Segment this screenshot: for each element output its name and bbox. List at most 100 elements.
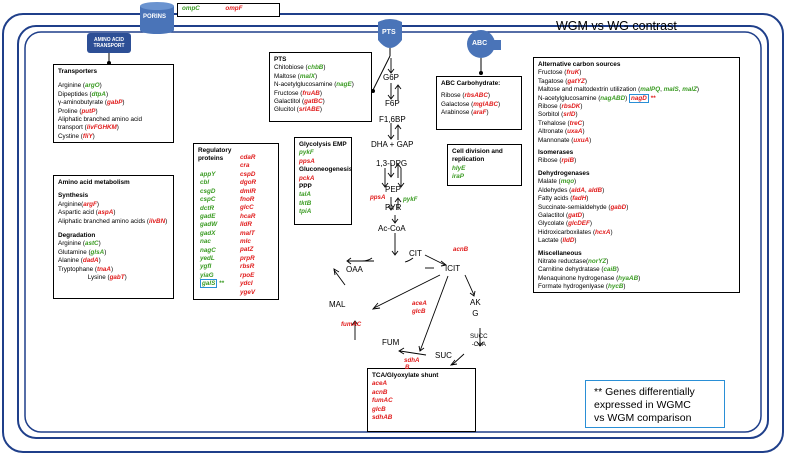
- pts-transporter-icon: [371, 19, 402, 93]
- gene-label: tnaA: [96, 265, 111, 273]
- isomerases-rows: Ribose (rpiB): [538, 157, 735, 165]
- row-text: Chitobiose (: [274, 64, 308, 72]
- row-text: ): [606, 257, 609, 265]
- tca-gene-sdhab: sdhAB: [372, 414, 393, 422]
- metabolite-akg-line-2: G: [472, 309, 479, 318]
- regulatory-gene: ygfI: [200, 263, 212, 271]
- gene-label: **: [648, 94, 656, 102]
- gene-row: Galactitol (gatBC): [274, 98, 367, 106]
- row-text: Arginine (: [58, 240, 85, 248]
- gene-label: fadH: [572, 195, 587, 203]
- abc-transporter-icon: [467, 30, 501, 75]
- gene-row: Proline (putP): [58, 108, 169, 116]
- tca-gene-fumac: fumAC: [372, 397, 393, 405]
- gene-row: N-acetylglucosamine (nagE): [274, 81, 367, 89]
- porins-label: PORINS: [143, 14, 167, 20]
- abc-rows: Ribose (rbsABC)Galactose (mglABC)Arabino…: [441, 92, 517, 117]
- amino-acid-transporter-icon: [87, 33, 131, 65]
- gene-row: Altronate (uxaA): [538, 128, 735, 136]
- gene-label: tktB: [299, 199, 312, 207]
- row-text: Fructose (: [274, 89, 303, 97]
- gene-row: Galactitol (gatD): [538, 212, 735, 220]
- regulatory-gene: cbl: [200, 179, 210, 187]
- row-text: ): [696, 86, 700, 94]
- row-text: ): [580, 103, 583, 111]
- row-text: ): [92, 132, 95, 140]
- synthesis-rows: Arginine(argF)Aspartic acid (aspA)Alipha…: [58, 201, 169, 226]
- row-text: ): [582, 211, 585, 219]
- tca-gene-acnb: acnB: [372, 388, 388, 396]
- gene-row: Malate (mqo): [538, 178, 735, 186]
- row-text: ): [574, 178, 577, 186]
- degradation-rows: Arginine (astC)Glutamine (glsA)Alanine (…: [58, 240, 169, 282]
- cell-division-title: Cell division and replication: [452, 148, 503, 164]
- dehydrogenases-title: Dehydrogenases: [538, 169, 590, 177]
- row-text: Galactitol (: [538, 211, 569, 219]
- gene-label: caiB: [603, 266, 617, 274]
- aa-metabolism-title: Amino acid metabolism: [58, 179, 130, 186]
- porin-gene-ompc: ompC: [182, 5, 200, 12]
- gene-label: rbsABC: [464, 92, 488, 100]
- row-text: Succinate-semialdehyde (: [538, 203, 611, 211]
- row-text: Ribose (: [538, 103, 562, 111]
- gene-label: livFGHKM: [86, 124, 117, 132]
- transporters-title: Transporters: [58, 68, 98, 75]
- gene-row: Mannonate (uxuA): [538, 137, 735, 145]
- row-text: Trehalose (: [538, 119, 570, 127]
- metabolite-fum: FUM: [382, 338, 400, 347]
- row-text: Maltose (: [274, 72, 300, 80]
- row-text: ): [487, 92, 491, 100]
- pts-box: PTS Chitobiose (chbB)Maltose (malX)N-ace…: [269, 52, 372, 122]
- row-text: Hidroxicarboxilates (: [538, 228, 596, 236]
- regulatory-gene: csgD: [200, 187, 216, 195]
- porin-genes-box: ompC ompF: [177, 3, 280, 17]
- row-text: Galactose (: [441, 100, 474, 108]
- gene-label: malX: [299, 72, 315, 80]
- gene-label: argO: [84, 82, 100, 90]
- metabolite-pyr: PYR: [385, 203, 402, 212]
- row-text: Cystine (: [58, 132, 83, 140]
- row-text: Aldehydes (: [538, 186, 572, 194]
- row-text: ,: [678, 86, 683, 94]
- gene-row: Sorbitol (srlD): [538, 111, 735, 119]
- gene-row: Aliphatic branched amino acid: [58, 116, 169, 124]
- row-text: ): [96, 200, 99, 208]
- enzyme-fumac: fumAC: [341, 321, 362, 328]
- row-text: Tryptophane (: [58, 265, 97, 273]
- row-text: ): [574, 157, 577, 165]
- metabolite-f16bp: F1,6BP: [379, 115, 406, 124]
- gene-label: nagABD: [600, 94, 626, 102]
- legend-note-line-2: expressed in WGMC: [594, 399, 691, 411]
- pathway-arrows: [333, 58, 484, 366]
- metabolite-acetyl-coa: Ac-CoA: [378, 224, 406, 233]
- metabolite-13dpg: 1,3-DPG: [376, 159, 408, 168]
- tca-glyoxylate-box: TCA/Glyoxylate shunt aceA acnB fumAC glc…: [367, 368, 476, 432]
- row-text: ): [319, 106, 322, 114]
- row-text: Fructose (: [538, 69, 567, 77]
- row-text: Nitrate reductase(: [538, 257, 589, 265]
- legend-note: ** Genes differentially expressed in WGM…: [585, 380, 725, 428]
- enzyme-sdha: sdhA: [404, 357, 420, 364]
- gene-row: N-acetylglucosamine (nagABD) nagD **: [538, 93, 735, 103]
- metabolite-g6p: G6P: [383, 73, 400, 82]
- gene-label: tpiA: [299, 208, 312, 216]
- metabolite-dha-gap: DHA + GAP: [371, 140, 414, 149]
- row-text: ): [113, 209, 116, 217]
- gene-label: gatD: [568, 211, 583, 219]
- transporters-rows: Arginine (argO)Dipeptides (dtpA)γ-aminob…: [58, 82, 169, 141]
- gene-label: malZ: [682, 86, 697, 94]
- tca-gene-acea: aceA: [372, 380, 388, 388]
- abc-carbohydrate-box: ABC Carbohydrate: Ribose (rbsABC)Galacto…: [436, 76, 522, 130]
- row-text: Proline (: [58, 107, 82, 115]
- gene-label: mglABC: [473, 100, 499, 108]
- gene-row: Menaquinone hydrogenase (hyaAB): [538, 275, 735, 283]
- regulatory-gene: nagC: [200, 246, 216, 254]
- row-text: Maltose and maltodextrin utilization (: [538, 86, 641, 94]
- row-text: ,: [584, 186, 589, 194]
- gene-row: Formate hydrogenlyase (hycB): [538, 283, 735, 291]
- abc-title: ABC Carbohydrate:: [441, 80, 501, 87]
- metabolite-icit: ICIT: [445, 264, 461, 273]
- gene-row: Tagatose (gatYZ): [538, 78, 735, 86]
